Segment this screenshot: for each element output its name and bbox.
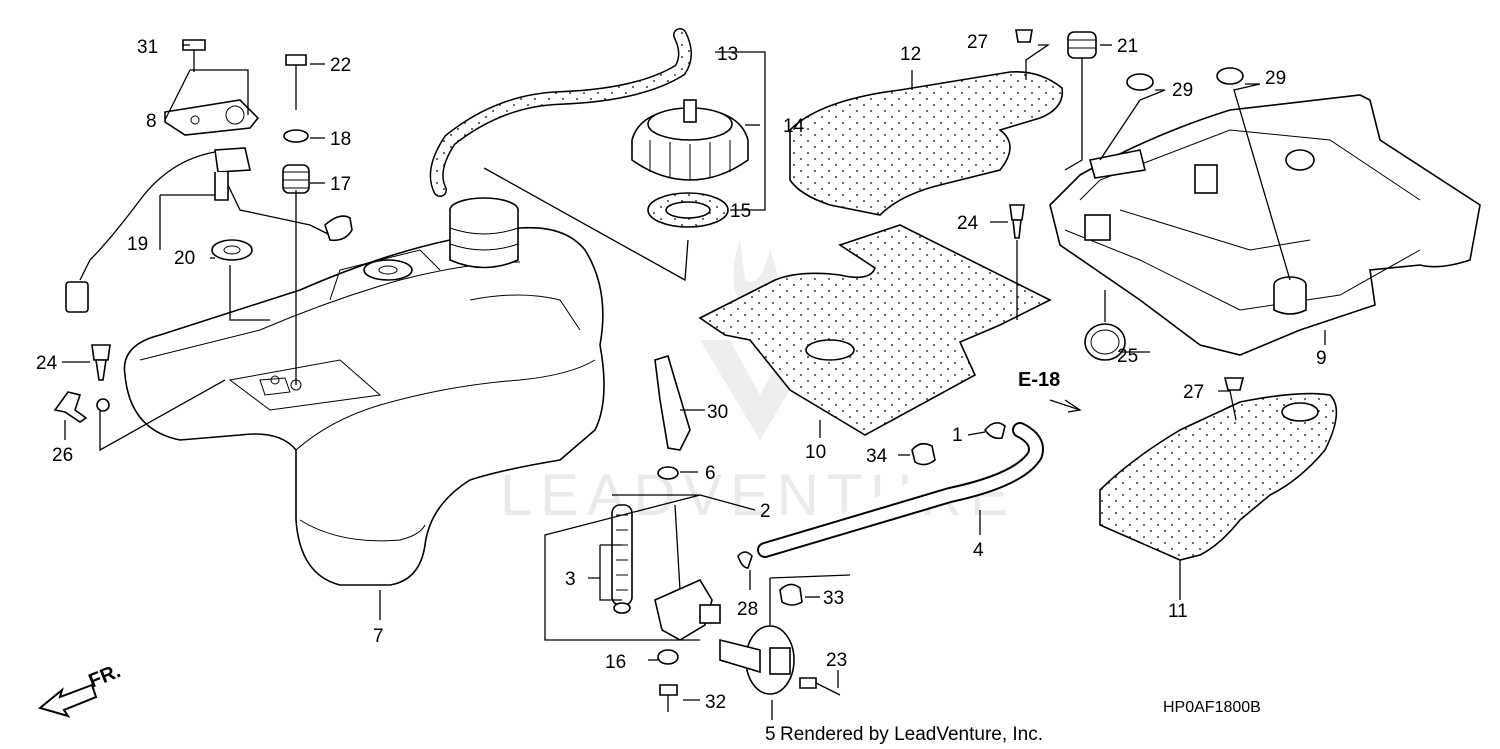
- side-panel: [1099, 392, 1338, 561]
- callout-5[interactable]: 5: [765, 724, 776, 745]
- fuel-pump-assembly: [65, 99, 353, 313]
- callout-29-right[interactable]: 29: [1265, 68, 1286, 89]
- callout-3[interactable]: 3: [565, 569, 576, 590]
- bolt-and-clip-left: [53, 344, 111, 423]
- frame-bracket: [1049, 94, 1481, 356]
- callout-16[interactable]: 16: [605, 652, 626, 673]
- skid-panel-lower: [698, 224, 1052, 436]
- callout-31[interactable]: 31: [137, 37, 158, 58]
- callout-24-left[interactable]: 24: [36, 353, 58, 374]
- callout-22[interactable]: 22: [330, 55, 351, 76]
- callout-27-top[interactable]: 27: [967, 32, 988, 53]
- grommet-21: [1067, 31, 1097, 59]
- callout-17[interactable]: 17: [330, 174, 351, 195]
- front-label: FR.: [86, 660, 124, 692]
- callout-7[interactable]: 7: [373, 626, 384, 647]
- callout-23[interactable]: 23: [826, 650, 847, 671]
- callout-28[interactable]: 28: [737, 599, 758, 620]
- callout-14[interactable]: 14: [783, 116, 805, 137]
- callout-24-right[interactable]: 24: [957, 213, 979, 234]
- callout-numbers: 31 22 8 18 17 19 20 24 26 13 14 15 12 27…: [36, 32, 1327, 745]
- callout-12[interactable]: 12: [900, 44, 921, 65]
- callout-10[interactable]: 10: [805, 442, 826, 463]
- tank-strap: [654, 354, 691, 451]
- diagram-code: HP0AF1800B: [1163, 699, 1261, 716]
- bolts-upper-left: [182, 39, 310, 194]
- fuel-cap: [631, 99, 749, 181]
- callout-20[interactable]: 20: [174, 248, 195, 269]
- callout-1[interactable]: 1: [952, 425, 963, 446]
- hose-joint: [719, 625, 795, 695]
- front-direction-arrow: [37, 683, 98, 718]
- callout-21[interactable]: 21: [1117, 36, 1138, 57]
- callout-13[interactable]: 13: [717, 44, 738, 65]
- callout-8[interactable]: 8: [146, 111, 157, 132]
- callout-30[interactable]: 30: [707, 402, 728, 423]
- callout-6[interactable]: 6: [705, 463, 716, 484]
- reference-label-e18[interactable]: E-18: [1018, 369, 1060, 391]
- callout-32[interactable]: 32: [705, 692, 726, 713]
- callout-18[interactable]: 18: [330, 129, 351, 150]
- callout-19[interactable]: 19: [127, 234, 148, 255]
- callout-34[interactable]: 34: [866, 446, 888, 467]
- pump-seal: [211, 239, 253, 261]
- callout-25[interactable]: 25: [1117, 346, 1138, 367]
- fuel-valve-assembly: [611, 466, 721, 712]
- callout-11[interactable]: 11: [1168, 601, 1188, 622]
- credit-text: Rendered by LeadVenture, Inc.: [780, 724, 1043, 745]
- callout-33[interactable]: 33: [823, 588, 844, 609]
- callout-9[interactable]: 9: [1316, 348, 1327, 369]
- leader-lines: [62, 44, 1326, 720]
- callout-15[interactable]: 15: [730, 201, 751, 222]
- callout-2[interactable]: 2: [760, 501, 771, 522]
- callout-4[interactable]: 4: [973, 540, 984, 561]
- callout-26[interactable]: 26: [52, 445, 73, 466]
- callout-27-lower[interactable]: 27: [1183, 382, 1204, 403]
- skid-panel-upper: [789, 71, 1064, 216]
- fuel-tank: [123, 197, 605, 586]
- callout-29-left[interactable]: 29: [1172, 80, 1193, 101]
